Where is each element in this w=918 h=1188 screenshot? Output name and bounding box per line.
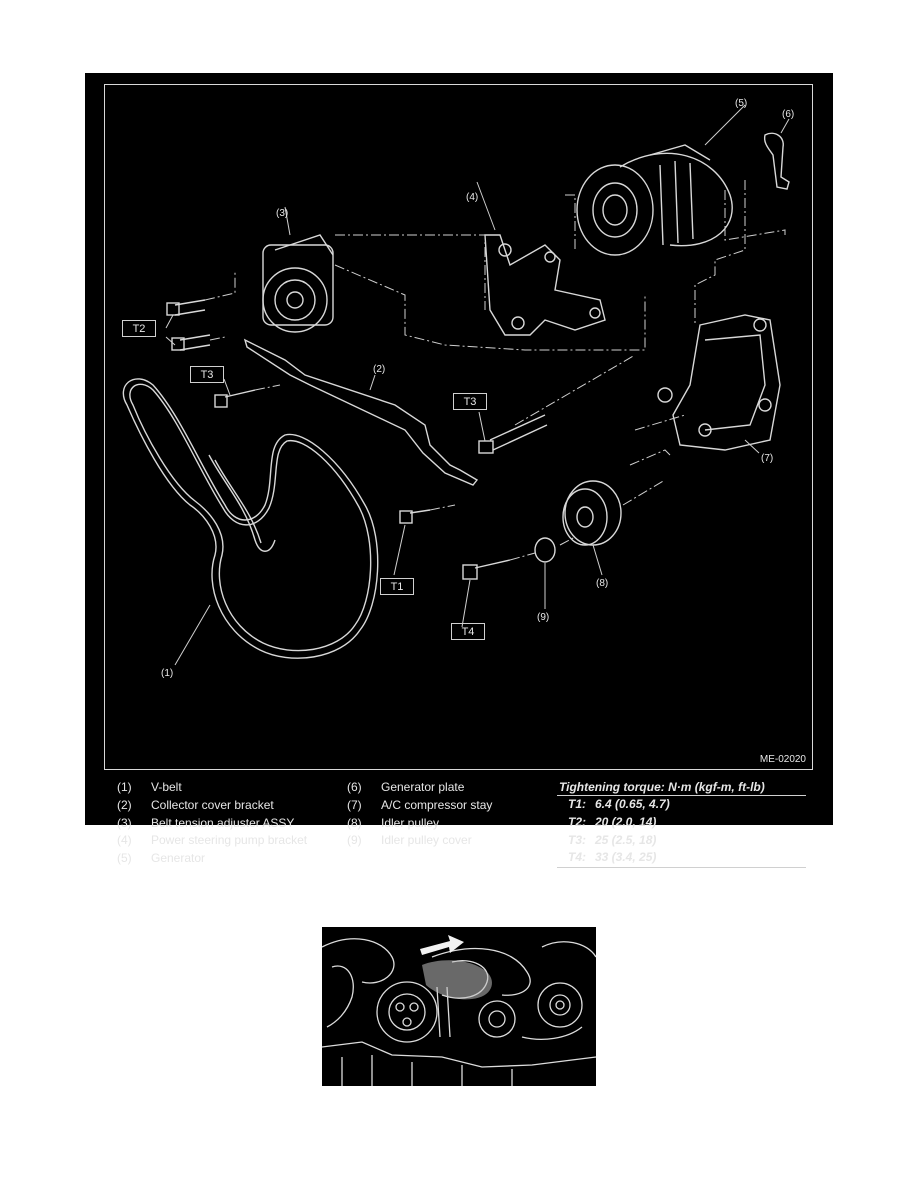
legend-num: (5) bbox=[117, 851, 132, 866]
generator-plate-drawing bbox=[763, 132, 790, 190]
torque-key: T1: bbox=[568, 797, 586, 811]
legend-item: (8) Idler pulley bbox=[347, 815, 492, 833]
legend-name: Generator plate bbox=[381, 780, 465, 794]
legend-item: (9) Idler pulley cover bbox=[347, 832, 492, 850]
legend-item: (6) Generator plate bbox=[347, 779, 492, 797]
legend-num: (9) bbox=[347, 833, 362, 848]
legend-name: V-belt bbox=[151, 780, 182, 794]
belt-tensioner-photo bbox=[322, 927, 596, 1086]
legend-item: (4) Power steering pump bracket bbox=[117, 832, 307, 850]
legend-name: Power steering pump bracket bbox=[151, 833, 308, 848]
torque-heading: Tightening torque: N·m (kgf-m, ft-lb) bbox=[557, 779, 806, 796]
belt-tension-adjuster-drawing bbox=[262, 234, 334, 333]
torque-row: T3: 25 (2.5, 18) bbox=[557, 832, 806, 850]
callout-9: (9) bbox=[537, 612, 550, 623]
exploded-diagram-figure: (1) (2) (3) (4) (5) (6) (7) (8) (9) T2 T… bbox=[85, 73, 833, 869]
legend-name: A/C compressor stay bbox=[381, 797, 493, 812]
photo-artwork bbox=[322, 935, 596, 1086]
generator-drawing bbox=[576, 144, 733, 256]
legend-name: Belt tension adjuster ASSY bbox=[151, 815, 295, 830]
torque-value: 33 (3.4, 25) bbox=[595, 850, 657, 865]
idler-pulley-drawing bbox=[562, 480, 622, 546]
torque-row: T4: 33 (3.4, 25) bbox=[557, 849, 806, 867]
legend-name: Collector cover bracket bbox=[151, 797, 274, 812]
legend-num: (4) bbox=[117, 833, 132, 848]
callout-7: (7) bbox=[761, 453, 774, 464]
legend-num: (7) bbox=[347, 797, 362, 812]
torque-tag-t1: T1 bbox=[380, 578, 414, 595]
hand-shape bbox=[422, 960, 492, 1000]
torque-tag-t2: T2 bbox=[122, 320, 156, 337]
callout-2: (2) bbox=[373, 364, 386, 375]
rotation-arrow-icon bbox=[420, 935, 464, 955]
torque-key: T2: bbox=[568, 814, 586, 829]
legend-num: (6) bbox=[347, 780, 362, 794]
exploded-diagram: (1) (2) (3) (4) (5) (6) (7) (8) (9) T2 T… bbox=[104, 84, 813, 770]
torque-value: 20 (2.0, 14) bbox=[595, 814, 657, 829]
legend-item: (3) Belt tension adjuster ASSY bbox=[117, 815, 307, 833]
parts-legend-right: (6) Generator plate (7) A/C compressor sta… bbox=[347, 779, 492, 850]
v-belt-drawing bbox=[122, 378, 379, 659]
callout-6: (6) bbox=[782, 109, 795, 120]
torque-key: T3: bbox=[568, 832, 586, 847]
torque-row: T2: 20 (2.0, 14) bbox=[557, 814, 806, 832]
torque-tag-t3-left: T3 bbox=[190, 366, 224, 383]
legend-item: (1) V-belt bbox=[117, 779, 307, 797]
ac-compressor-stay-drawing bbox=[657, 314, 781, 451]
torque-row: T1: 6.4 (0.65, 4.7) bbox=[557, 796, 806, 814]
callout-3: (3) bbox=[276, 208, 289, 219]
torque-value: 6.4 (0.65, 4.7) bbox=[595, 797, 670, 811]
legend-item: (2) Collector cover bracket bbox=[117, 797, 307, 815]
callout-8: (8) bbox=[596, 578, 609, 589]
legend-num: (1) bbox=[117, 780, 132, 794]
callout-1: (1) bbox=[161, 668, 174, 679]
torque-key: T4: bbox=[568, 850, 586, 865]
legend-num: (2) bbox=[117, 797, 132, 812]
power-steering-pump-bracket-drawing bbox=[484, 234, 606, 336]
collector-cover-bracket-drawing bbox=[243, 338, 479, 486]
bolts-drawing bbox=[166, 299, 548, 580]
legend-item: (7) A/C compressor stay bbox=[347, 797, 492, 815]
legend-name: Generator bbox=[151, 851, 206, 866]
torque-tag-t4: T4 bbox=[451, 623, 485, 640]
idler-pulley-cover-drawing bbox=[534, 537, 556, 563]
tightening-torque-table: Tightening torque: N·m (kgf-m, ft-lb) T1… bbox=[557, 779, 806, 869]
parts-legend-left: (1) V-belt (2) Collector cover bracket (3)… bbox=[117, 779, 307, 868]
torque-value: 25 (2.5, 18) bbox=[595, 832, 657, 847]
figure-id: ME-02020 bbox=[759, 754, 806, 765]
legend-num: (8) bbox=[347, 815, 362, 830]
legend-num: (3) bbox=[117, 815, 132, 830]
callout-5: (5) bbox=[735, 98, 748, 109]
legend-item: (5) Generator bbox=[117, 850, 307, 868]
diagram-artwork bbox=[122, 104, 790, 666]
torque-tag-t3-right: T3 bbox=[453, 393, 487, 410]
legend-name: Idler pulley bbox=[381, 815, 440, 830]
callout-4: (4) bbox=[466, 192, 479, 203]
legend-name: Idler pulley cover bbox=[381, 833, 472, 848]
